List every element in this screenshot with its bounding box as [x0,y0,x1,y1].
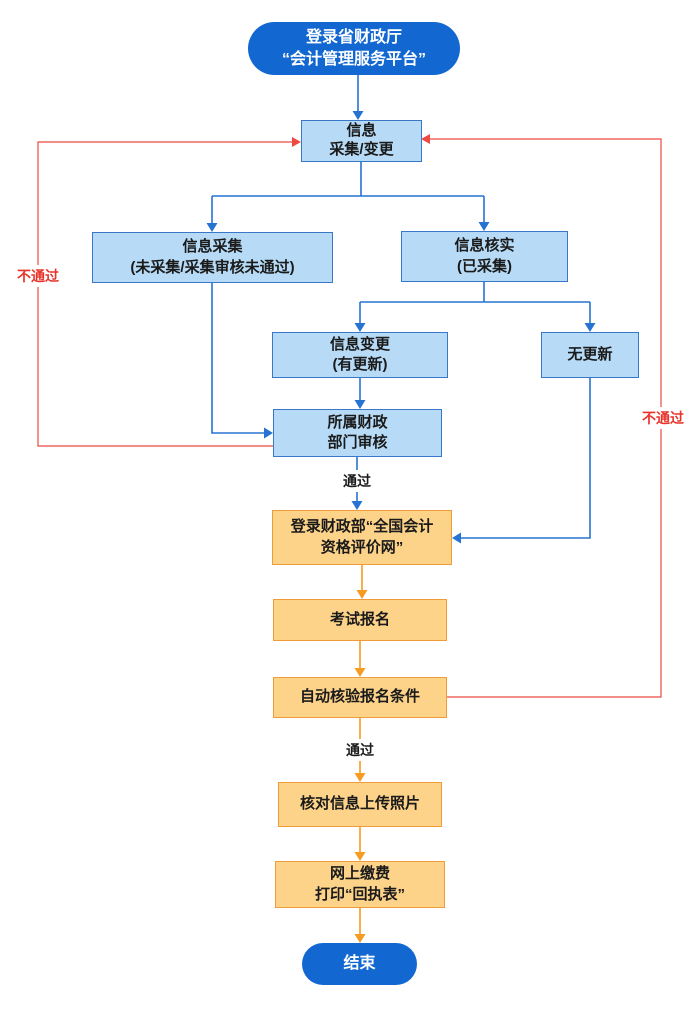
edge-login-mof-to-exam-register [356,565,368,599]
node-start-line2: “会计管理服务平台” [281,50,426,68]
edge-no-update-to-login-mof [452,378,591,544]
node-collect: 信息采集 (未采集/采集审核未通过) [92,232,333,283]
node-collect-change-line1: 信息 [346,122,377,140]
node-login-mof: 登录财政部“全国会计 资格评价网” [272,510,452,565]
edge-pay-print-to-end [354,908,366,943]
node-auto-check: 自动核验报名条件 [273,677,447,718]
edge-fail-auto-check-loop [421,134,662,698]
node-verify-line2: (已采集) [457,257,512,275]
node-collect-line2: (未采集/采集审核未通过) [130,258,295,276]
node-change-line2: (有更新) [332,356,388,373]
node-pay-print: 网上缴费 打印“回执表” [275,861,445,908]
node-exam-register-line1: 考试报名 [329,610,390,628]
edge-verify-upload-to-pay-print [354,827,366,861]
edge-label-fail-left: 不通过 [14,265,62,287]
node-exam-register: 考试报名 [273,599,447,641]
node-end-line1: 结束 [343,955,376,973]
node-verify-upload: 核对信息上传照片 [278,782,442,827]
node-login-mof-line1: 登录财政部“全国会计 [290,518,434,536]
node-dept-review: 所属财政 部门审核 [273,409,442,457]
node-no-update-line1: 无更新 [567,345,613,363]
edge-start-to-collect-change [352,75,364,120]
edge-exam-register-to-auto-check [354,641,366,677]
node-start: 登录省财政厅 “会计管理服务平台” [248,22,460,75]
node-dept-review-line2: 部门审核 [327,434,388,451]
node-collect-change: 信息 采集/变更 [301,120,422,162]
edge-label-fail-right: 不通过 [639,407,687,429]
node-change-line1: 信息变更 [329,335,390,353]
node-collect-line1: 信息采集 [182,238,243,256]
edge-fail-dept-review-loop [37,137,301,447]
node-pay-print-line2: 打印“回执表” [314,885,405,903]
edge-label-pass-check: 通过 [343,739,377,761]
node-verify: 信息核实 (已采集) [401,231,568,282]
edge-label-pass-review: 通过 [340,470,374,492]
node-auto-check-line1: 自动核验报名条件 [299,688,420,706]
node-start-line1: 登录省财政厅 [305,28,402,46]
node-end: 结束 [302,943,417,985]
node-change: 信息变更 (有更新) [272,332,448,378]
node-verify-line1: 信息核实 [454,237,515,255]
edge-collect-to-dept-review [211,283,273,439]
node-verify-upload-line1: 核对信息上传照片 [299,795,420,813]
edge-collect-change-split [206,162,490,232]
edge-change-to-dept-review [354,378,366,409]
node-collect-change-line2: 采集/变更 [329,141,394,158]
node-no-update: 无更新 [541,332,639,378]
edge-verify-split [354,282,596,332]
node-dept-review-line1: 所属财政 [327,413,388,431]
node-pay-print-line1: 网上缴费 [329,865,390,883]
node-login-mof-line2: 资格评价网” [320,538,404,556]
